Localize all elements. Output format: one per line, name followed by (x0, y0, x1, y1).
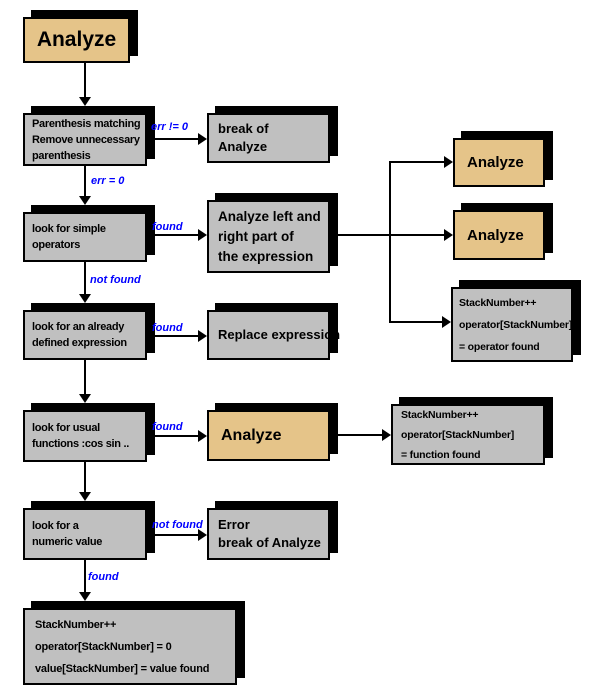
node-text-line: numeric value (32, 536, 103, 548)
arrow-line-numeric-to-value (84, 560, 86, 592)
node-recurse-analyze-3: Analyze (207, 410, 330, 461)
arrowhead-right-icon (382, 429, 391, 441)
arrowhead-down-icon (79, 97, 91, 106)
node-text-line: operator[StackNumber] (459, 318, 573, 331)
node-text-line: break of Analyze (218, 535, 321, 550)
node-text-line: Error (218, 517, 250, 532)
node-look-usual-functions: look for usual functions :cos sin .. (23, 410, 147, 462)
node-stacknumber-operator-found: StackNumber++ operator[StackNumber] = op… (451, 287, 573, 362)
arrow-line-usual-to-numeric (84, 462, 86, 492)
arrow-line-to-stack-op (390, 321, 442, 323)
node-replace-expression: Replace expression (207, 310, 341, 360)
arrowhead-right-icon (198, 529, 207, 541)
node-text-line: operators (32, 239, 81, 251)
node-text-line: Parenthesis matching (32, 117, 141, 130)
node-error-break: Error break of Analyze (207, 508, 330, 560)
arrowhead-down-icon (79, 294, 91, 303)
edge-label-not-found-num: not found (152, 519, 203, 531)
node-text-line: StackNumber++ (459, 296, 537, 309)
node-text-line: = function found (401, 448, 481, 461)
arrow-line-lr-out (330, 234, 390, 236)
node-text-line: look for a (32, 520, 79, 532)
arrowhead-down-icon (79, 492, 91, 501)
node-text-line: look for an already (32, 321, 125, 333)
arrowhead-right-icon (444, 229, 453, 241)
node-stacknumber-function-found: StackNumber++ operator[StackNumber] = fu… (391, 404, 545, 465)
node-text-line: look for simple (32, 223, 106, 235)
arrowhead-right-icon (198, 133, 207, 145)
node-text-line: Analyze (218, 139, 268, 154)
edge-label-found-expr: found (152, 322, 183, 334)
arrowhead-down-icon (79, 592, 91, 601)
node-text-line: StackNumber++ (401, 408, 479, 421)
node-text-line: break of (218, 121, 269, 136)
arrowhead-down-icon (79, 394, 91, 403)
arrowhead-down-icon (79, 196, 91, 205)
arrowhead-right-icon (198, 330, 207, 342)
node-text-line: Analyze (221, 426, 282, 444)
node-text-line: value[StackNumber] = value found (35, 662, 210, 675)
node-text-line: the expression (218, 248, 314, 264)
node-text-line: = operator found (459, 340, 540, 353)
node-text-line: parenthesis (32, 149, 91, 162)
edge-label-err-not-zero: err != 0 (151, 121, 188, 133)
edge-label-found-fn: found (152, 421, 183, 433)
edge-label-err-zero: err = 0 (91, 175, 125, 187)
node-look-already-defined: look for an already defined expression (23, 310, 147, 360)
arrow-line-to-recurse2 (390, 234, 444, 236)
arrow-line-err-not-zero (147, 138, 198, 140)
node-stacknumber-value-found: StackNumber++ operator[StackNumber] = 0 … (23, 608, 237, 685)
edge-label-found-num: found (88, 571, 119, 583)
node-text-line: right part of (218, 228, 294, 244)
arrow-line-simple-to-already (84, 262, 86, 294)
node-start-analyze: Analyze (23, 17, 130, 63)
node-text-line: Replace expression (218, 327, 341, 342)
arrow-line-found-ops (147, 234, 198, 236)
node-text-line: Analyze (36, 28, 117, 51)
arrow-line-to-stack-fn (330, 434, 382, 436)
arrow-line-found-fn (147, 435, 198, 437)
arrow-line-not-found-num (147, 534, 198, 536)
arrowhead-right-icon (198, 430, 207, 442)
branch-vertical-line (389, 161, 391, 323)
arrow-line-paren-to-simple (84, 166, 86, 196)
node-look-simple-operators: look for simple operators (23, 212, 147, 262)
node-text-line: operator[StackNumber] (401, 428, 515, 441)
node-text-line: Remove unnecessary (32, 133, 140, 146)
edge-label-found-ops: found (152, 221, 183, 233)
node-text-line: defined expression (32, 337, 127, 349)
node-parenthesis-matching: Parenthesis matching Remove unnecessary … (23, 113, 147, 166)
node-text-line: look for usual (32, 422, 100, 434)
node-text-line: Analyze (467, 154, 524, 171)
node-look-numeric-value: look for a numeric value (23, 508, 147, 560)
node-analyze-left-right: Analyze left and right part of the expre… (207, 200, 330, 273)
node-text-line: StackNumber++ (35, 618, 117, 631)
arrow-line-start-to-paren (84, 63, 86, 97)
arrow-line-found-expr (147, 335, 198, 337)
node-text-line: Analyze left and (218, 208, 321, 224)
node-text-line: functions :cos sin .. (32, 438, 129, 450)
node-recurse-analyze-1: Analyze (453, 138, 545, 187)
arrow-line-already-to-usual (84, 360, 86, 394)
arrowhead-right-icon (444, 156, 453, 168)
node-text-line: operator[StackNumber] = 0 (35, 640, 172, 653)
node-recurse-analyze-2: Analyze (453, 210, 545, 260)
node-break-of-analyze: break of Analyze (207, 113, 330, 163)
arrow-line-to-recurse1 (390, 161, 444, 163)
edge-label-not-found-ops: not found (90, 274, 141, 286)
arrowhead-right-icon (198, 229, 207, 241)
arrowhead-right-icon (442, 316, 451, 328)
node-text-line: Analyze (467, 226, 524, 244)
